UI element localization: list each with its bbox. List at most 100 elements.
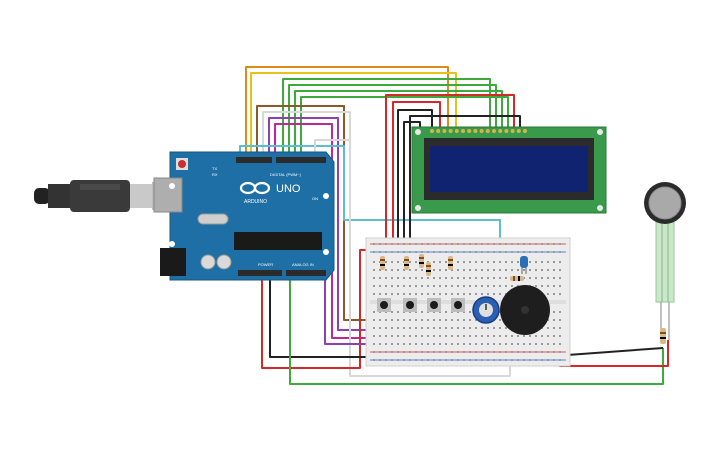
breadboard-hole[interactable] <box>541 335 543 337</box>
breadboard-hole[interactable] <box>541 269 543 271</box>
breadboard-hole[interactable] <box>547 293 549 295</box>
breadboard-hole[interactable] <box>385 277 387 279</box>
breadboard-hole[interactable] <box>463 261 465 263</box>
breadboard-hole[interactable] <box>373 251 375 253</box>
breadboard-hole[interactable] <box>475 343 477 345</box>
breadboard-hole[interactable] <box>559 319 561 321</box>
breadboard-hole[interactable] <box>517 343 519 345</box>
breadboard-hole[interactable] <box>403 351 405 353</box>
breadboard-hole[interactable] <box>559 311 561 313</box>
breadboard-hole[interactable] <box>403 251 405 253</box>
breadboard-hole[interactable] <box>409 269 411 271</box>
breadboard-hole[interactable] <box>487 285 489 287</box>
breadboard-hole[interactable] <box>439 359 441 361</box>
power-header[interactable] <box>238 270 282 276</box>
breadboard-hole[interactable] <box>391 277 393 279</box>
breadboard-hole[interactable] <box>523 251 525 253</box>
breadboard-hole[interactable] <box>469 343 471 345</box>
breadboard-hole[interactable] <box>517 351 519 353</box>
breadboard-hole[interactable] <box>541 243 543 245</box>
breadboard-hole[interactable] <box>463 293 465 295</box>
wire-yellow[interactable] <box>250 72 457 160</box>
breadboard-hole[interactable] <box>505 285 507 287</box>
breadboard-hole[interactable] <box>529 269 531 271</box>
breadboard-hole[interactable] <box>421 359 423 361</box>
breadboard-hole[interactable] <box>391 351 393 353</box>
breadboard-hole[interactable] <box>517 261 519 263</box>
breadboard-hole[interactable] <box>445 277 447 279</box>
resistor[interactable] <box>419 254 424 268</box>
breadboard-hole[interactable] <box>553 251 555 253</box>
breadboard-hole[interactable] <box>409 261 411 263</box>
breadboard-hole[interactable] <box>541 261 543 263</box>
breadboard-hole[interactable] <box>373 277 375 279</box>
breadboard-hole[interactable] <box>493 285 495 287</box>
breadboard-hole[interactable] <box>469 319 471 321</box>
breadboard-hole[interactable] <box>391 343 393 345</box>
breadboard-hole[interactable] <box>451 351 453 353</box>
breadboard-hole[interactable] <box>385 343 387 345</box>
breadboard-hole[interactable] <box>481 343 483 345</box>
breadboard-hole[interactable] <box>481 251 483 253</box>
breadboard-hole[interactable] <box>397 285 399 287</box>
breadboard-hole[interactable] <box>457 277 459 279</box>
breadboard-hole[interactable] <box>511 359 513 361</box>
breadboard-hole[interactable] <box>469 359 471 361</box>
breadboard-hole[interactable] <box>517 243 519 245</box>
lcd-pin[interactable] <box>454 129 459 133</box>
breadboard-hole[interactable] <box>487 261 489 263</box>
breadboard-hole[interactable] <box>511 335 513 337</box>
piezo-buzzer[interactable] <box>500 285 550 335</box>
breadboard-hole[interactable] <box>547 327 549 329</box>
breadboard-hole[interactable] <box>463 251 465 253</box>
wire-red-lcd[interactable] <box>385 94 515 258</box>
breadboard-hole[interactable] <box>397 293 399 295</box>
resistor[interactable] <box>448 256 453 270</box>
lcd-pin[interactable] <box>504 129 509 133</box>
breadboard-hole[interactable] <box>427 335 429 337</box>
potentiometer[interactable] <box>472 296 500 324</box>
breadboard-hole[interactable] <box>427 351 429 353</box>
wire-green-1[interactable] <box>282 78 491 160</box>
wire-black-lcd-3[interactable] <box>403 121 421 258</box>
breadboard-hole[interactable] <box>475 319 477 321</box>
breadboard-hole[interactable] <box>445 261 447 263</box>
breadboard-hole[interactable] <box>493 243 495 245</box>
breadboard-hole[interactable] <box>541 359 543 361</box>
breadboard-hole[interactable] <box>541 343 543 345</box>
breadboard-hole[interactable] <box>469 285 471 287</box>
breadboard-hole[interactable] <box>409 285 411 287</box>
analog-header[interactable] <box>286 270 326 276</box>
breadboard-hole[interactable] <box>409 351 411 353</box>
breadboard-hole[interactable] <box>559 343 561 345</box>
breadboard-hole[interactable] <box>457 269 459 271</box>
breadboard-hole[interactable] <box>493 359 495 361</box>
lcd-pin[interactable] <box>492 129 496 133</box>
breadboard-hole[interactable] <box>379 277 381 279</box>
breadboard-hole[interactable] <box>463 343 465 345</box>
breadboard-hole[interactable] <box>553 335 555 337</box>
breadboard-hole[interactable] <box>505 351 507 353</box>
lcd-pin[interactable] <box>467 129 472 133</box>
breadboard-hole[interactable] <box>469 311 471 313</box>
breadboard-hole[interactable] <box>397 351 399 353</box>
breadboard-hole[interactable] <box>529 261 531 263</box>
breadboard-hole[interactable] <box>379 335 381 337</box>
breadboard-hole[interactable] <box>445 285 447 287</box>
breadboard-hole[interactable] <box>373 243 375 245</box>
breadboard-hole[interactable] <box>373 269 375 271</box>
breadboard-hole[interactable] <box>475 285 477 287</box>
breadboard-hole[interactable] <box>415 243 417 245</box>
breadboard-hole[interactable] <box>457 243 459 245</box>
resistor[interactable] <box>510 276 524 281</box>
breadboard-hole[interactable] <box>457 343 459 345</box>
breadboard-hole[interactable] <box>535 251 537 253</box>
breadboard-hole[interactable] <box>559 243 561 245</box>
breadboard-hole[interactable] <box>487 269 489 271</box>
breadboard-hole[interactable] <box>403 327 405 329</box>
breadboard-hole[interactable] <box>439 251 441 253</box>
breadboard-hole[interactable] <box>397 243 399 245</box>
breadboard-hole[interactable] <box>457 293 459 295</box>
breadboard-hole[interactable] <box>403 335 405 337</box>
force-sensor[interactable] <box>644 182 686 340</box>
